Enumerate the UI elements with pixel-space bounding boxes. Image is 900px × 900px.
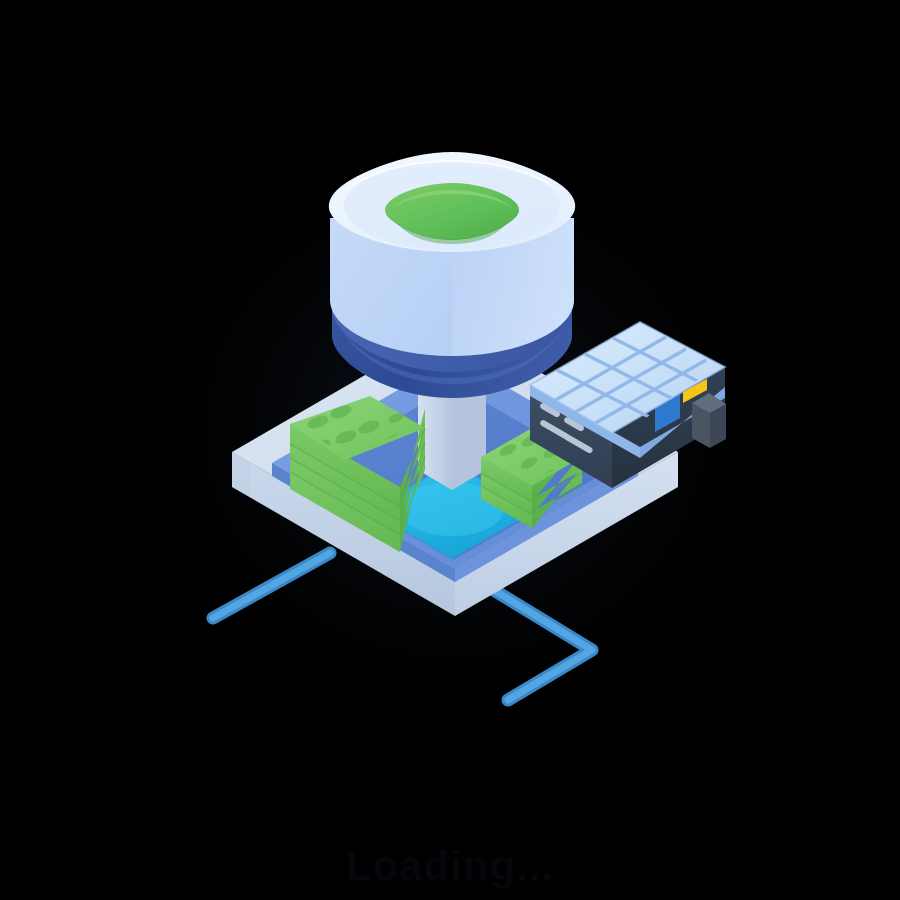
indicator-light: [683, 379, 707, 403]
connector-pipe-left: [206, 546, 337, 625]
connector-pipe-right: [485, 582, 599, 707]
side-module: [692, 393, 726, 448]
liquid-pool: [366, 460, 539, 561]
green-core: [385, 183, 519, 244]
money-stack-large: [289, 396, 426, 552]
rack-vent-slots: [540, 403, 593, 454]
caption-text: Loading...: [345, 842, 555, 889]
dome-pod: [328, 152, 576, 356]
